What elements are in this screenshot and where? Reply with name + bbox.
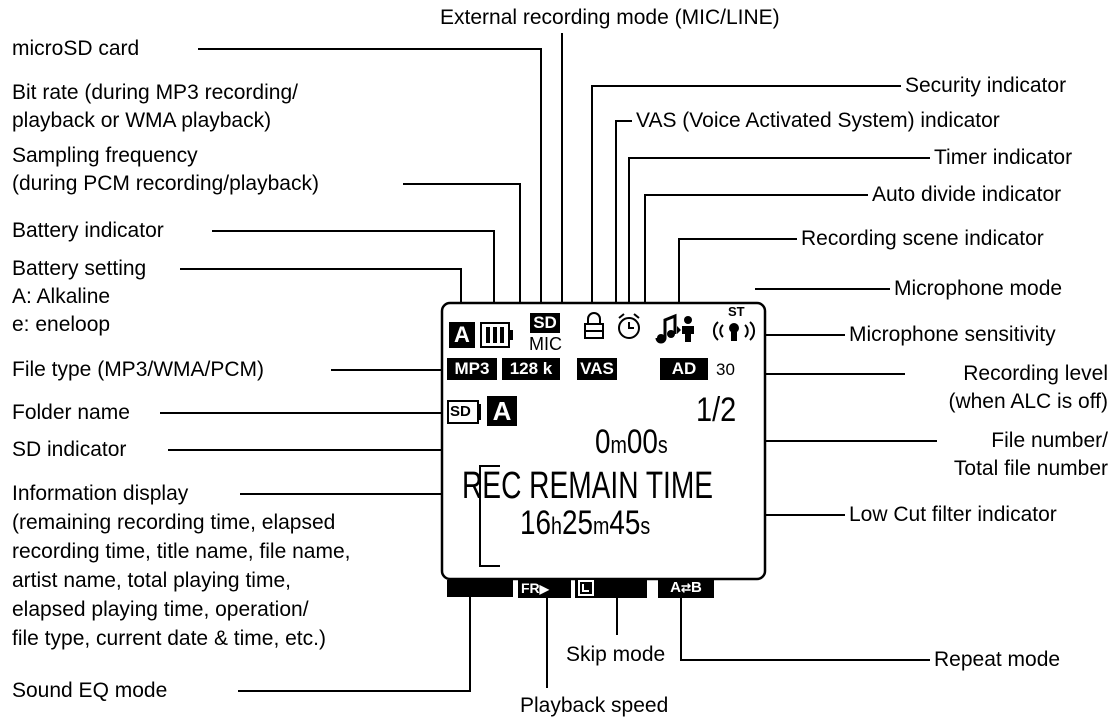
line-sd-indicator [168, 425, 486, 451]
label-sound-eq: Sound EQ mode [12, 679, 168, 702]
line-scene [678, 238, 797, 312]
file-number-value: 1/2 [696, 391, 737, 429]
label-timer: Timer indicator [934, 146, 1073, 169]
label-mic-sens: Microphone sensitivity [849, 323, 1056, 346]
playback-speed-badge: FR▶ [518, 578, 571, 598]
line-microsd [198, 48, 542, 312]
line-battery-indicator [212, 230, 495, 322]
label-battery-setting-1: Battery setting [12, 257, 147, 280]
label-mic-mode: Microphone mode [894, 277, 1063, 300]
label-info-display-1: Information display [12, 482, 189, 505]
recording-scene-icon [655, 313, 694, 344]
label-info-display-5: elapsed playing time, operation/ [12, 598, 309, 621]
label-auto-divide: Auto divide indicator [872, 183, 1062, 206]
label-microsd: microSD card [12, 37, 140, 60]
label-battery-setting-2: A: Alkaline [12, 285, 111, 308]
line-battery-setting [180, 268, 462, 322]
bitrate-badge: 128 k [502, 358, 560, 380]
elapsed-time: 0m00s [595, 423, 668, 461]
label-folder-name: Folder name [12, 401, 130, 424]
label-file-type: File type (MP3/WMA/PCM) [12, 358, 265, 381]
stereo-text: ST [728, 304, 745, 319]
label-vas: VAS (Voice Activated System) indicator [636, 109, 1000, 132]
recording-level-value: 30 [716, 360, 735, 379]
rec-remain-time-text: REC REMAIN TIME [462, 465, 714, 507]
mic-text: MIC [529, 334, 562, 354]
label-bitrate-1: Bit rate (during MP3 recording/ [12, 81, 298, 104]
microsd-icon: SD [530, 313, 560, 333]
label-sampling-2: (during PCM recording/playback) [12, 172, 319, 195]
microphone-sensitivity-icon [712, 321, 756, 341]
label-info-display-4: artist name, total playing time, [12, 569, 291, 592]
sd-indicator-text: SD [450, 403, 471, 420]
label-bitrate-2: playback or WMA playback) [12, 109, 272, 132]
remaining-time: 16h25m45s [520, 504, 651, 542]
line-timer [628, 157, 930, 312]
label-skip: Skip mode [566, 643, 666, 666]
label-scene: Recording scene indicator [801, 227, 1044, 250]
skip-mode-block [575, 578, 647, 598]
label-info-display-2: (remaining recording time, elapsed [12, 511, 336, 534]
label-speed: Playback speed [520, 694, 669, 717]
repeat-mode-badge: A⇄B [658, 578, 714, 598]
label-repeat: Repeat mode [934, 648, 1061, 671]
line-sound-eq [238, 587, 471, 692]
sd-indicator-icon [447, 400, 481, 424]
label-rec-level-2: (when ALC is off) [948, 390, 1108, 413]
auto-divide-badge: AD [660, 358, 708, 380]
file-type-badge: MP3 [447, 358, 497, 380]
skip-icon [578, 580, 594, 596]
lock-icon [584, 312, 604, 339]
vas-badge: VAS [577, 358, 617, 380]
label-sampling-1: Sampling frequency [12, 144, 198, 167]
label-low-cut: Low Cut filter indicator [849, 503, 1057, 526]
line-vas [615, 120, 632, 365]
sound-eq-block [447, 580, 513, 597]
label-battery-indicator: Battery indicator [12, 219, 164, 242]
folder-name-badge: A [487, 396, 517, 426]
label-battery-setting-3: e: eneloop [12, 313, 111, 336]
label-file-number-2: Total file number [953, 457, 1108, 480]
battery-setting-badge: A [449, 322, 475, 348]
alarm-clock-icon [618, 313, 640, 339]
battery-icon [480, 322, 513, 348]
line-repeat [680, 587, 930, 661]
line-security [591, 85, 901, 312]
label-info-display-6: file type, current date & time, etc.) [12, 627, 326, 650]
label-info-display-3: recording time, title name, file name, [12, 540, 351, 563]
label-external-mode: External recording mode (MIC/LINE) [440, 6, 780, 29]
label-security: Security indicator [905, 74, 1067, 97]
label-file-number-1: File number/ [991, 429, 1108, 452]
label-rec-level-1: Recording level [963, 362, 1108, 385]
label-sd-indicator: SD indicator [12, 438, 127, 461]
